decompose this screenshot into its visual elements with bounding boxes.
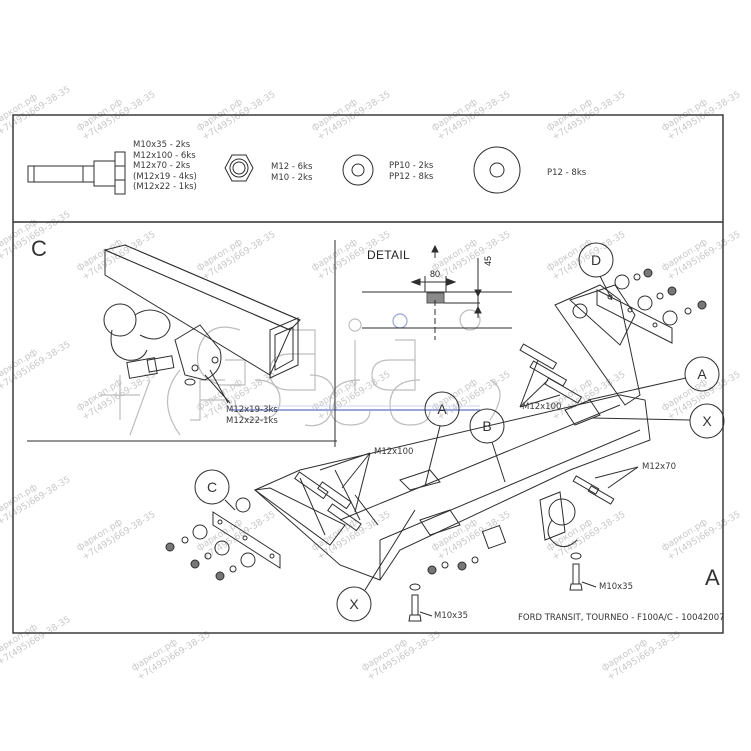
nut-item: M12 - 6ks [271, 162, 313, 172]
bolt-item: M12x100 - 6ks [133, 150, 196, 161]
label-m10x35-bottom: M10x35 [434, 611, 468, 621]
title-block: FORD TRANSIT, TOURNEO - F100A/C - 100420… [518, 613, 725, 623]
spring-washer-item: PP12 - 8ks [389, 171, 434, 182]
dimension-height: 45 [483, 255, 493, 266]
callout-b: B [482, 418, 492, 434]
bolt-list: M10x35 - 2ks M12x100 - 6ks M12x70 - 2ks … [133, 140, 197, 193]
detail-c-letter: C [31, 236, 47, 261]
flat-washer-list: P12 - 8ks [547, 168, 586, 179]
brand-watermark [100, 309, 501, 436]
bolt-item: M12x70 - 2ks [133, 161, 191, 171]
detail-c-callout: M12x22-1ks [226, 415, 278, 426]
nut-list: M12 - 6ks M10 - 2ks [271, 162, 312, 183]
detail-section-drawing [362, 244, 512, 340]
label-m12x70: M12x70 [642, 462, 676, 472]
label-m12x100-right: M12x100 [522, 402, 562, 412]
label-m12x100-left: M12x100 [374, 447, 414, 457]
bolt-item: M10x35 - 2ks [133, 140, 191, 150]
callout-x-right: X [702, 413, 712, 429]
bolt-item: (M12x22 - 1ks) [133, 182, 197, 192]
spring-washer-icon [342, 154, 374, 186]
callout-x-bottom: X [349, 596, 359, 612]
dimension-width: 80 [430, 269, 441, 279]
callout-bubbles [194, 242, 725, 622]
spring-washer-item: PP10 - 2ks [389, 161, 434, 171]
callout-a-center: A [437, 401, 447, 417]
detail-section-title: DETAIL [367, 248, 410, 262]
detail-c-callouts: M12x19-3ks M12x22-1ks [226, 405, 278, 426]
flat-washer-icon [473, 146, 521, 194]
flat-washer-item: P12 - 8ks [547, 168, 587, 178]
detail-c-callout: M12x19-3ks [226, 405, 278, 415]
spring-washer-list: PP10 - 2ks PP12 - 8ks [389, 161, 433, 182]
hex-bolt-icon [27, 151, 126, 195]
hex-nut-icon [224, 154, 254, 182]
label-m10x35-right: M10x35 [599, 582, 633, 592]
detail-c-drawing [103, 244, 301, 404]
view-letter: A [705, 565, 720, 590]
brand-o-icon [392, 313, 408, 329]
nut-item: M10 - 2ks [271, 172, 313, 183]
callout-c: C [206, 479, 218, 495]
main-towbar-assembly [165, 268, 707, 622]
callout-d: D [590, 252, 602, 268]
callout-a-right: A [697, 366, 707, 382]
leader-lines [319, 359, 639, 617]
bolt-item: (M12x19 - 4ks) [133, 171, 197, 182]
drawing-frame [12, 114, 724, 634]
